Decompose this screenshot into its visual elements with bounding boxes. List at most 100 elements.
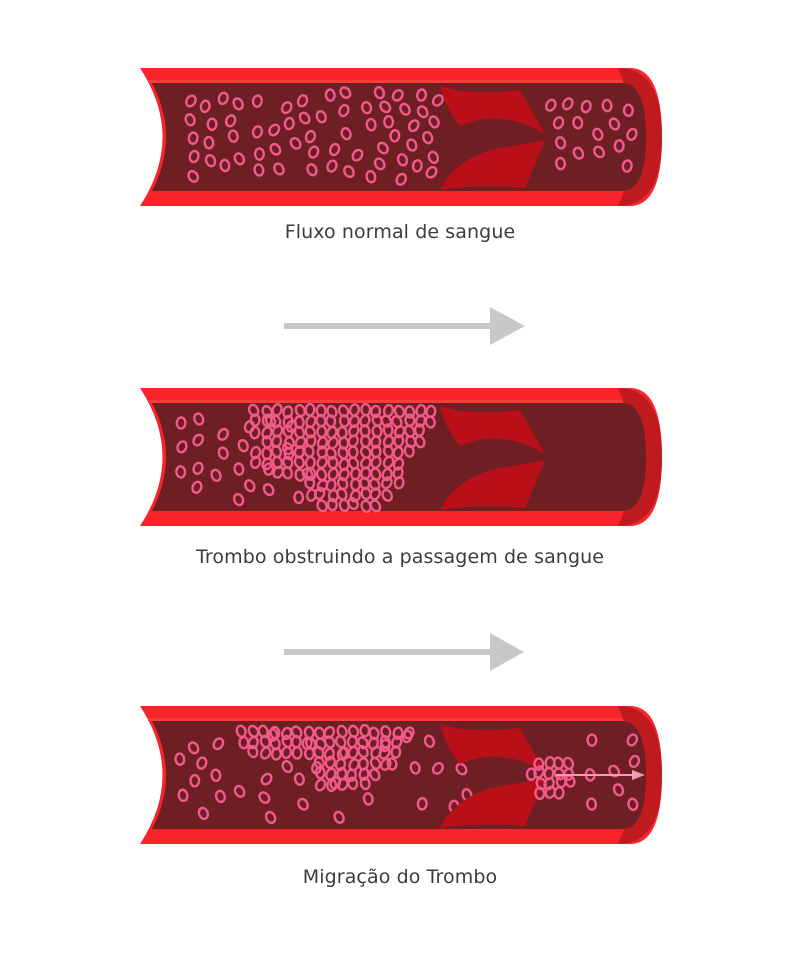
blood-cell: [393, 476, 405, 490]
blood-cell: [368, 768, 381, 782]
blood-cell: [175, 465, 187, 479]
blood-cell: [381, 488, 394, 502]
blood-cell: [369, 487, 381, 501]
blood-cell: [199, 99, 211, 114]
blood-cell: [349, 489, 362, 503]
blood-cell: [294, 468, 306, 482]
blood-cell: [217, 91, 229, 106]
caption-migration: Migração do Trombo: [302, 866, 498, 888]
blood-cell: [233, 152, 246, 166]
blood-cell: [379, 757, 392, 771]
blood-cell: [395, 172, 408, 186]
blood-cell: [338, 467, 350, 482]
blood-cell: [233, 462, 245, 476]
vessel-obstructed: [140, 388, 662, 526]
blood-cell: [370, 467, 382, 481]
blood-cell: [232, 97, 244, 111]
blood-cell: [304, 402, 316, 417]
blood-cell: [351, 148, 364, 162]
blood-cell: [365, 169, 377, 184]
blood-cell: [627, 797, 639, 812]
blood-cell: [376, 141, 389, 155]
blood-cell: [316, 455, 328, 469]
blood-cell: [210, 468, 222, 482]
blood-cell: [249, 455, 262, 470]
blood-cell: [313, 486, 326, 501]
blood-cell: [390, 745, 402, 759]
blood-cell: [392, 726, 404, 741]
blood-cell: [572, 146, 585, 160]
blood-cell: [416, 88, 428, 102]
blood-cell: [608, 117, 621, 131]
blood-cell: [293, 772, 305, 786]
blood-cell: [337, 777, 349, 791]
blood-cell: [281, 745, 293, 760]
blood-cell: [297, 797, 309, 811]
blood-cell: [345, 768, 358, 783]
valve-lower: [440, 778, 545, 828]
blood-cell: [338, 103, 350, 118]
blood-cell: [431, 94, 444, 107]
blood-cell: [369, 756, 382, 770]
valve-lower: [440, 460, 545, 510]
blood-cell: [414, 435, 426, 449]
blood-cell: [396, 153, 409, 167]
blood-cell: [283, 446, 295, 461]
blood-cell: [409, 761, 421, 775]
blood-cell: [217, 446, 229, 460]
blood-cell: [187, 169, 200, 183]
blood-cell: [191, 480, 203, 494]
blood-cell: [572, 115, 584, 130]
blood-cell: [304, 476, 316, 490]
valve-lower: [440, 140, 545, 190]
blood-cell: [304, 425, 316, 439]
blood-cell: [373, 157, 386, 171]
blood-cell: [244, 479, 256, 493]
blood-cell: [203, 135, 215, 150]
valve-upper: [440, 406, 545, 454]
blood-cell: [621, 159, 633, 173]
blood-cell: [555, 156, 567, 171]
blood-cell: [176, 440, 188, 454]
blood-cell: [184, 113, 196, 127]
blood-cell: [336, 476, 349, 491]
blood-cell: [247, 735, 259, 750]
blood-cell: [367, 736, 379, 751]
blood-cell: [393, 425, 406, 439]
blood-cell: [593, 145, 606, 159]
blood-cell: [197, 806, 210, 821]
blood-cell: [423, 734, 436, 748]
blood-cell: [391, 88, 404, 102]
blood-cell: [628, 754, 641, 769]
blood-cell: [339, 86, 352, 99]
blood-cell: [613, 139, 625, 153]
blood-cell: [249, 425, 261, 440]
blood-cell: [347, 496, 359, 511]
blood-cell: [370, 435, 382, 449]
blood-cell: [403, 444, 415, 458]
blood-cell: [316, 499, 328, 513]
blood-cell: [280, 101, 293, 115]
blood-cell: [217, 427, 230, 441]
blood-cell: [381, 467, 393, 482]
blood-cell: [253, 147, 265, 161]
blood-cell: [326, 778, 338, 793]
blood-cell: [411, 159, 423, 173]
blood-cell: [601, 98, 613, 113]
blood-cell: [369, 499, 382, 513]
blood-cell: [269, 142, 282, 156]
blood-cell: [262, 483, 275, 497]
blood-cell: [296, 94, 309, 108]
blood-cell: [232, 492, 245, 507]
blood-cell: [533, 765, 545, 779]
blood-cell: [324, 767, 337, 781]
blood-cell: [281, 466, 293, 480]
caption-obstruction: Trombo obstruindo a passagem de sangue: [195, 546, 605, 568]
blood-cell: [626, 127, 638, 141]
blood-cell: [259, 746, 272, 760]
blood-cell: [407, 119, 420, 133]
blood-cell: [431, 761, 444, 775]
blood-cell: [347, 776, 359, 791]
